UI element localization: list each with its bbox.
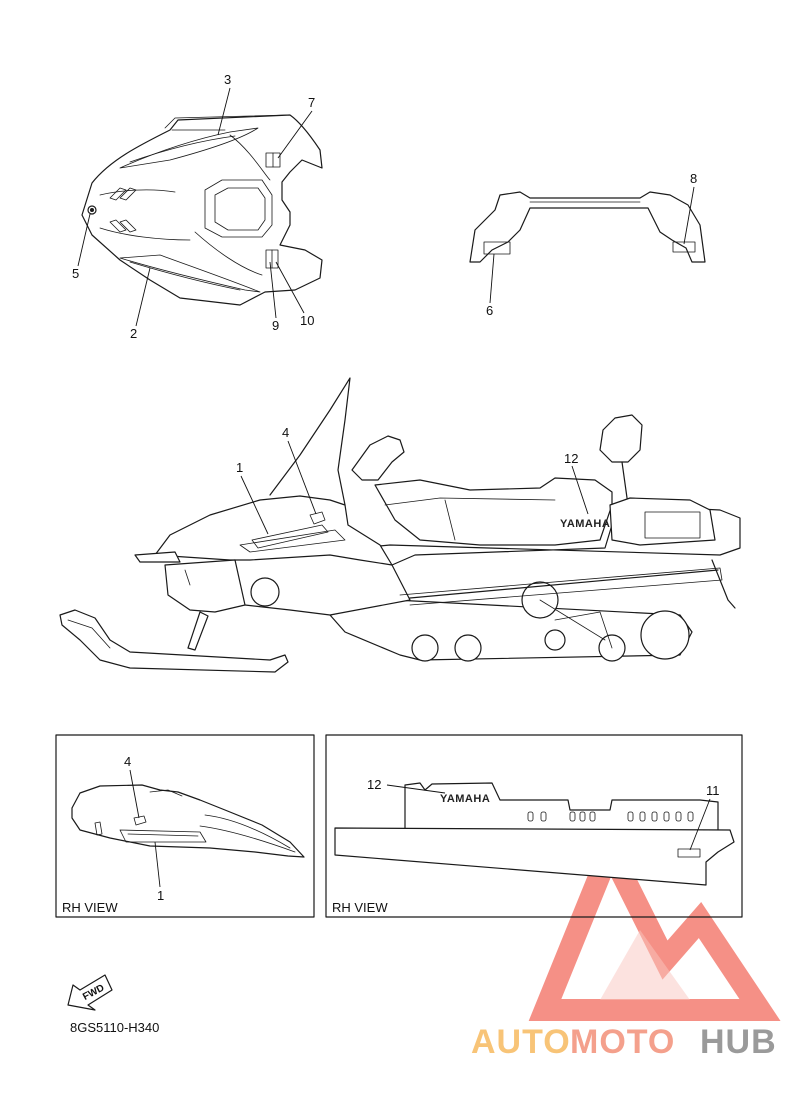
callout-12-inset: 12 [367,777,381,792]
callout-8: 8 [690,171,697,186]
watermark-auto: AUTO [471,1023,571,1061]
callout-1-inset: 1 [157,888,164,903]
callout-6: 6 [486,303,493,318]
callout-4-side: 4 [282,425,289,440]
callout-11-inset: 11 [706,783,720,798]
watermark-text: AUTO MOTO HUB [471,1023,777,1061]
snowmobile-side-view: YAMAHA [59,377,741,673]
callouts-bumper: 8 6 [486,171,697,318]
hood-top-view [81,114,323,306]
callouts-hood: 3 7 5 2 9 10 [72,72,315,341]
callout-2: 2 [130,326,137,341]
callout-3: 3 [224,72,231,87]
callout-4-inset: 4 [124,754,131,769]
callouts-side: 4 1 12 [236,425,589,535]
forward-direction-arrow: FWD [67,974,113,1011]
inset-left-panel: RH VIEW 4 1 [55,734,315,918]
yamaha-decal-side: YAMAHA [560,518,610,530]
inset-left-view-label: RH VIEW [62,900,118,915]
callout-1-side: 1 [236,460,243,475]
watermark-moto: MOTO [570,1023,675,1061]
inset-right-panel: YAMAHA RH VIEW 12 11 [325,734,743,918]
callout-7: 7 [308,95,315,110]
rear-bumper [469,191,706,263]
inset-right-view-label: RH VIEW [332,900,388,915]
watermark-hub: HUB [700,1023,777,1061]
callout-5: 5 [72,266,79,281]
callout-12-side: 12 [564,451,578,466]
diagram-code: 8GS5110-H340 [70,1020,159,1035]
callout-9: 9 [272,318,279,333]
yamaha-decal-inset: YAMAHA [440,793,490,805]
callout-10: 10 [300,313,314,328]
